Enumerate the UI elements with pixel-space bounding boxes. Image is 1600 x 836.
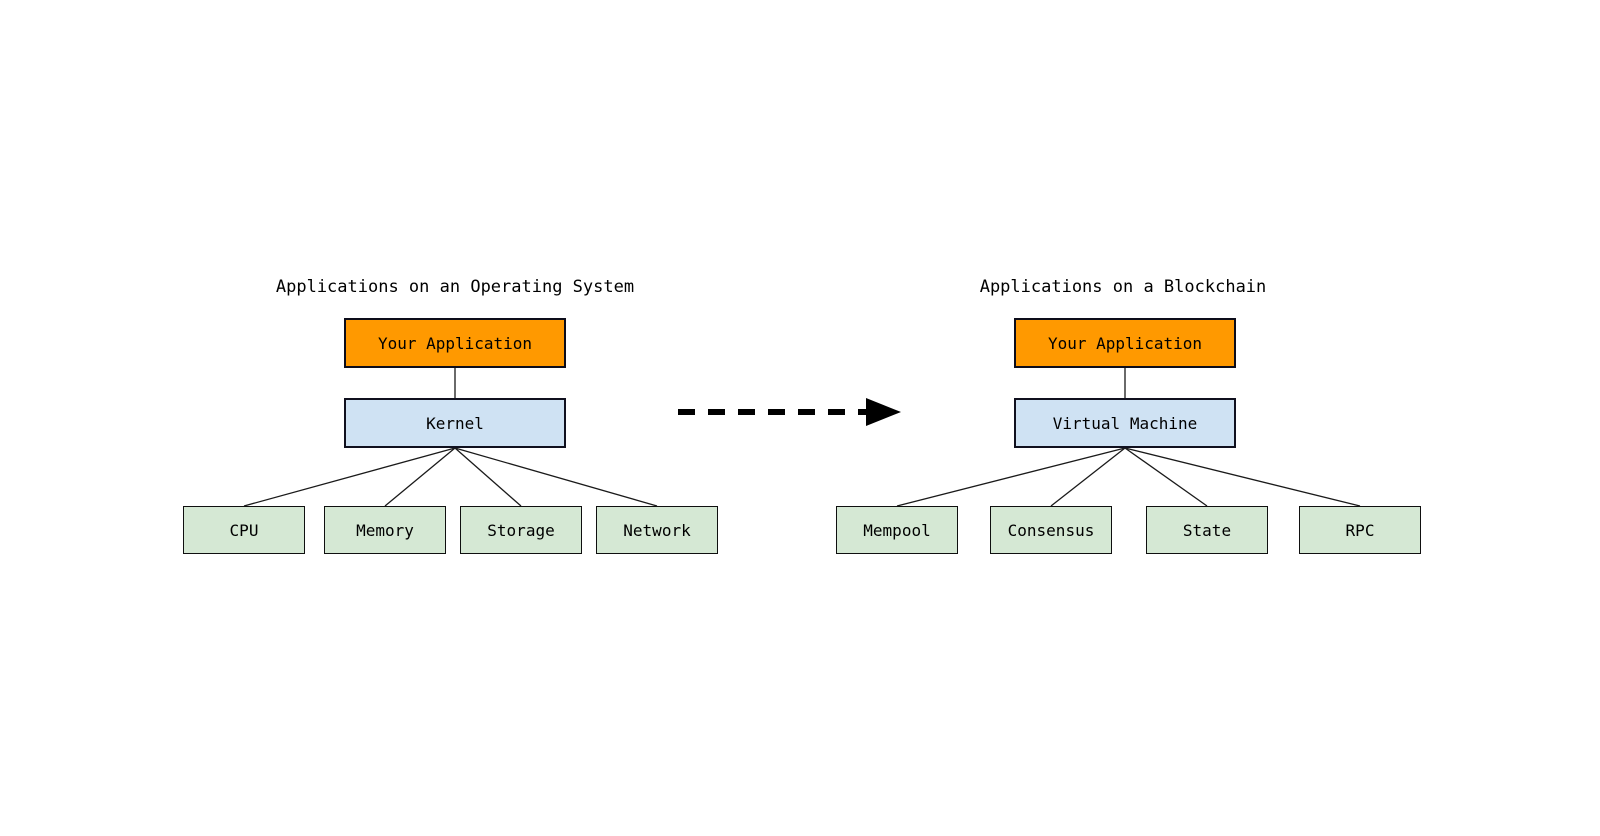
left-diagram-title: Applications on an Operating System	[275, 277, 635, 297]
memory-box: Memory	[324, 506, 446, 554]
dashed-arrow-head	[866, 398, 901, 426]
kernel-to-network-line	[454, 447, 658, 507]
kernel-to-cpu-line	[243, 447, 456, 507]
network-box: Network	[596, 506, 718, 554]
left-your-application-box: Your Application	[344, 318, 566, 368]
storage-box: Storage	[460, 506, 582, 554]
right-diagram-title: Applications on a Blockchain	[979, 277, 1267, 297]
rpc-box: RPC	[1299, 506, 1421, 554]
consensus-box: Consensus	[990, 506, 1112, 554]
vm-to-mempool-line	[896, 447, 1126, 507]
kernel-to-storage-line	[454, 447, 522, 507]
mempool-box: Mempool	[836, 506, 958, 554]
virtual-machine-box: Virtual Machine	[1014, 398, 1236, 448]
state-box: State	[1146, 506, 1268, 554]
cpu-box: CPU	[183, 506, 305, 554]
vm-to-consensus-line	[1050, 447, 1126, 507]
right-your-application-box: Your Application	[1014, 318, 1236, 368]
vm-to-state-line	[1124, 447, 1208, 507]
dashed-right-arrow-icon	[678, 398, 901, 426]
kernel-box: Kernel	[344, 398, 566, 448]
vm-to-rpc-line	[1124, 447, 1361, 507]
kernel-to-memory-line	[384, 447, 456, 507]
